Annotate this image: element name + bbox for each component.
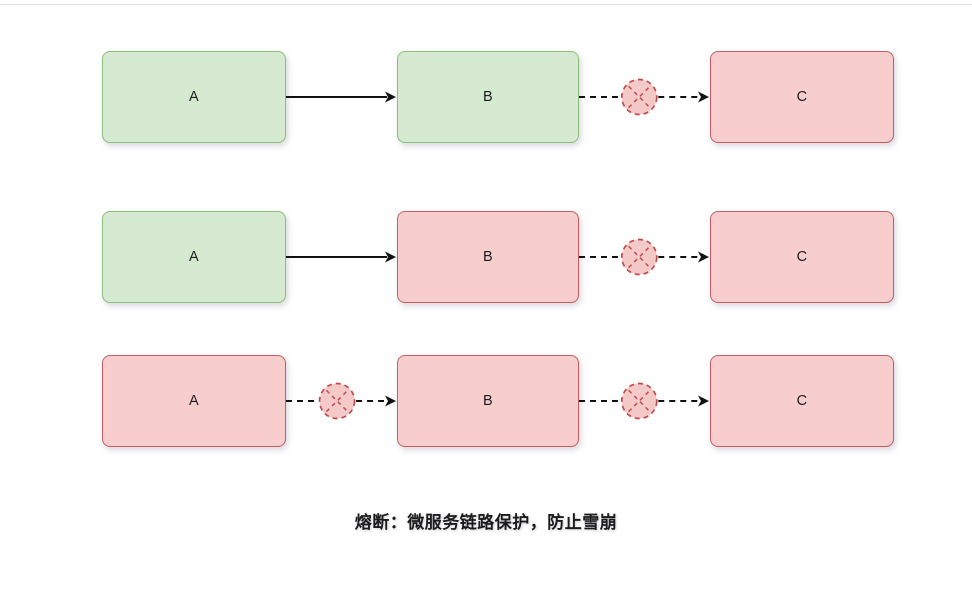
diagram-row-3: A B C (0, 355, 972, 455)
circuit-breaker-icon (620, 238, 658, 276)
link-a-to-b-row1 (286, 77, 397, 117)
service-node-a-row2[interactable]: A (102, 211, 286, 303)
link-a-to-b-row2 (286, 237, 397, 277)
circuit-breaker-icon (318, 382, 356, 420)
arrowhead-icon (698, 251, 709, 263)
link-b-to-c-row1 (579, 77, 710, 117)
circuit-breaker-icon (620, 382, 658, 420)
service-node-c-row1[interactable]: C (710, 51, 894, 143)
service-node-b-row3[interactable]: B (397, 355, 579, 447)
arrowhead-icon (385, 395, 396, 407)
link-a-to-b-row3 (286, 381, 397, 421)
diagram-row-1: A B C (0, 51, 972, 151)
diagram-row-2: A B C (0, 211, 972, 311)
service-node-c-row2[interactable]: C (710, 211, 894, 303)
link-b-to-c-row2 (579, 237, 710, 277)
top-divider (0, 4, 972, 5)
service-node-b-row2[interactable]: B (397, 211, 579, 303)
service-node-b-row1[interactable]: B (397, 51, 579, 143)
arrowhead-icon (698, 91, 709, 103)
service-node-a-row3[interactable]: A (102, 355, 286, 447)
arrowhead-icon (385, 91, 396, 103)
diagram-caption: 熔断：微服务链路保护，防止雪崩 (354, 513, 618, 533)
arrowhead-icon (698, 395, 709, 407)
circuit-breaker-icon (620, 78, 658, 116)
arrowhead-icon (385, 251, 396, 263)
service-node-a-row1[interactable]: A (102, 51, 286, 143)
service-node-c-row3[interactable]: C (710, 355, 894, 447)
link-b-to-c-row3 (579, 381, 710, 421)
